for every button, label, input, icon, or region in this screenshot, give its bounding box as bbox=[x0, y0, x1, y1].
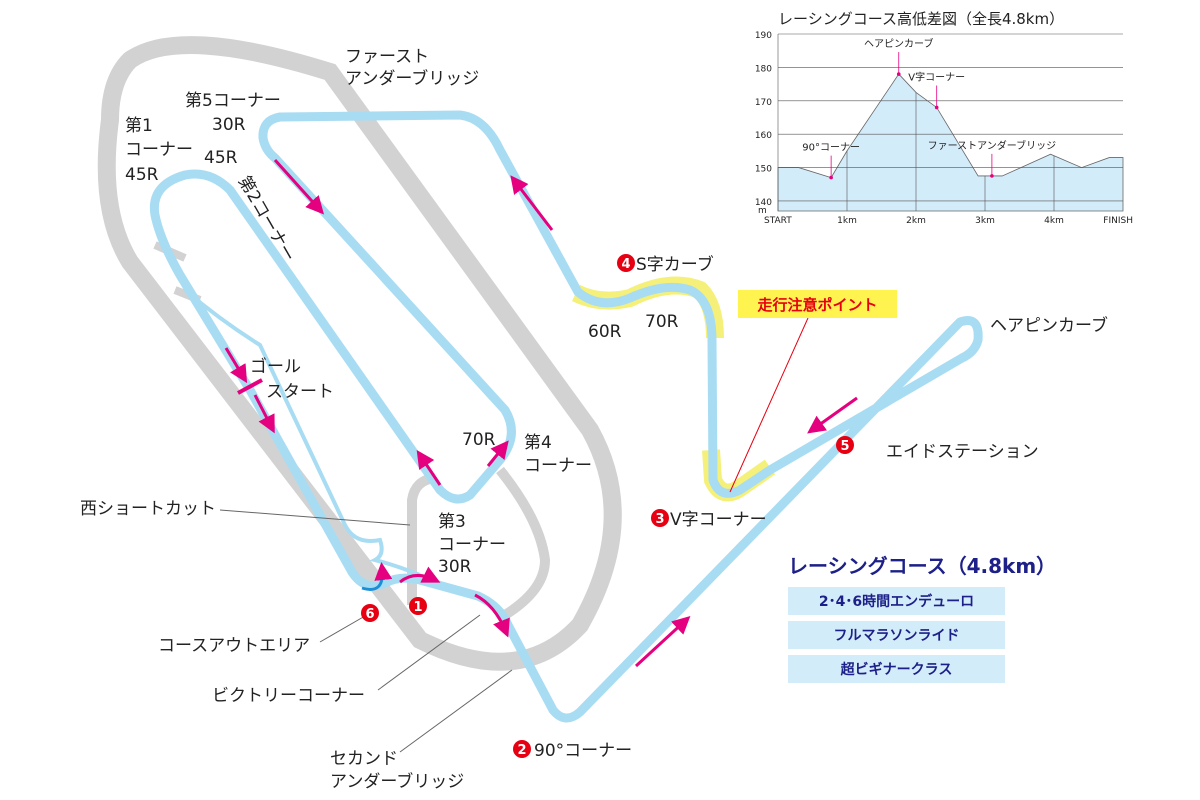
label-second-bridge: セカンド bbox=[330, 749, 398, 769]
label-west-shortcut: 西ショートカット bbox=[80, 499, 216, 519]
label-hairpin: ヘアピンカーブ bbox=[990, 315, 1108, 336]
label-corner4-r: 70R bbox=[462, 430, 496, 450]
marker-1: 1 bbox=[409, 597, 427, 615]
oval-track bbox=[97, 36, 622, 671]
start-line bbox=[237, 378, 263, 395]
annotation-label: 90°コーナー bbox=[802, 142, 860, 154]
label-victory: ビクトリーコーナー bbox=[212, 686, 365, 706]
label-corner1-2: コーナー bbox=[125, 140, 193, 160]
label-second-bridge-2: アンダーブリッジ bbox=[330, 771, 464, 792]
label-corner4: 第4 bbox=[524, 433, 552, 453]
label-s-curve-r1: 60R bbox=[588, 322, 622, 342]
x-tick-label: 1km bbox=[837, 216, 857, 226]
label-corner4-2: コーナー bbox=[524, 456, 592, 476]
label-corner5: 第5コーナー bbox=[185, 91, 281, 111]
return-arrow bbox=[361, 562, 393, 591]
y-tick-label: 150 bbox=[755, 165, 772, 175]
label-first-bridge-2: アンダーブリッジ bbox=[345, 68, 479, 89]
y-tick-label: 190 bbox=[755, 31, 772, 41]
label-corner1-r: 45R bbox=[125, 165, 159, 185]
x-tick-label: 3km bbox=[975, 216, 995, 226]
y-tick-label: 170 bbox=[755, 98, 772, 108]
x-tick-label: START bbox=[764, 216, 792, 226]
y-unit: m bbox=[758, 206, 767, 216]
label-first-bridge: ファースト bbox=[345, 47, 429, 67]
svg-text:5: 5 bbox=[840, 439, 849, 454]
svg-text:4: 4 bbox=[621, 257, 630, 272]
label-corner3: 第3 bbox=[438, 512, 466, 532]
marker-3: 3 bbox=[651, 509, 669, 527]
label-v-corner: V字コーナー bbox=[670, 510, 767, 530]
annotation-label: V字コーナー bbox=[908, 70, 965, 83]
annotation-point bbox=[896, 72, 901, 76]
y-tick-label: 140 bbox=[755, 198, 772, 208]
direction-arrows bbox=[224, 158, 858, 668]
label-corner2-r: 45R bbox=[204, 148, 238, 168]
racing-course bbox=[149, 110, 983, 723]
label-s-curve-r2: 70R bbox=[645, 312, 679, 332]
annotation-point bbox=[829, 175, 833, 180]
svg-text:3: 3 bbox=[655, 512, 664, 527]
label-90-corner: 90°コーナー bbox=[534, 741, 632, 761]
callout-lines bbox=[219, 509, 513, 753]
legend-item-marathon: フルマラソンライド bbox=[788, 621, 1005, 649]
elevation-chart: レーシングコース高低差図（全長4.8km） m 140 150 160 170 180 1… bbox=[755, 10, 1133, 226]
marker-6: 6 bbox=[361, 604, 379, 622]
annotation-label: ヘアピンカーブ bbox=[864, 37, 933, 50]
x-tick-label: FINISH bbox=[1103, 216, 1133, 226]
label-aid-station: エイドステーション bbox=[886, 442, 1039, 462]
caution-pointer bbox=[729, 317, 809, 493]
label-corner2: 第2コーナー bbox=[234, 173, 299, 266]
label-start: スタート bbox=[266, 382, 334, 402]
label-corner5-r: 30R bbox=[212, 115, 246, 135]
label-corner3-r: 30R bbox=[438, 557, 472, 577]
label-corner3-2: コーナー bbox=[438, 535, 506, 555]
annotation-label: ファーストアンダーブリッジ bbox=[928, 139, 1057, 152]
svg-text:2: 2 bbox=[517, 743, 526, 758]
y-tick-label: 180 bbox=[755, 64, 772, 74]
legend-item-enduro: 2･4･6時間エンデューロ bbox=[788, 587, 1005, 615]
x-tick-label: 2km bbox=[906, 216, 926, 226]
x-tick-label: 4km bbox=[1044, 216, 1064, 226]
legend-title: レーシングコース（4.8km） bbox=[788, 554, 1057, 578]
label-s-curve: S字カーブ bbox=[636, 254, 714, 275]
svg-text:1: 1 bbox=[413, 600, 422, 615]
label-goal: ゴール bbox=[250, 356, 301, 377]
annotation-point bbox=[990, 174, 994, 178]
caution-point-label: 走行注意ポイント bbox=[738, 290, 897, 318]
marker-5: 5 bbox=[836, 436, 854, 454]
annotation-point bbox=[934, 105, 939, 110]
legend-item-beginner: 超ビギナークラス bbox=[788, 655, 1005, 683]
marker-2: 2 bbox=[513, 740, 531, 758]
y-tick-label: 160 bbox=[755, 131, 772, 141]
label-course-out: コースアウトエリア bbox=[158, 636, 310, 656]
chart-title: レーシングコース高低差図（全長4.8km） bbox=[778, 10, 1064, 28]
marker-4: 4 bbox=[617, 254, 635, 272]
svg-text:6: 6 bbox=[365, 607, 374, 622]
elevation-area bbox=[777, 73, 1124, 212]
label-corner1: 第1 bbox=[125, 116, 153, 136]
